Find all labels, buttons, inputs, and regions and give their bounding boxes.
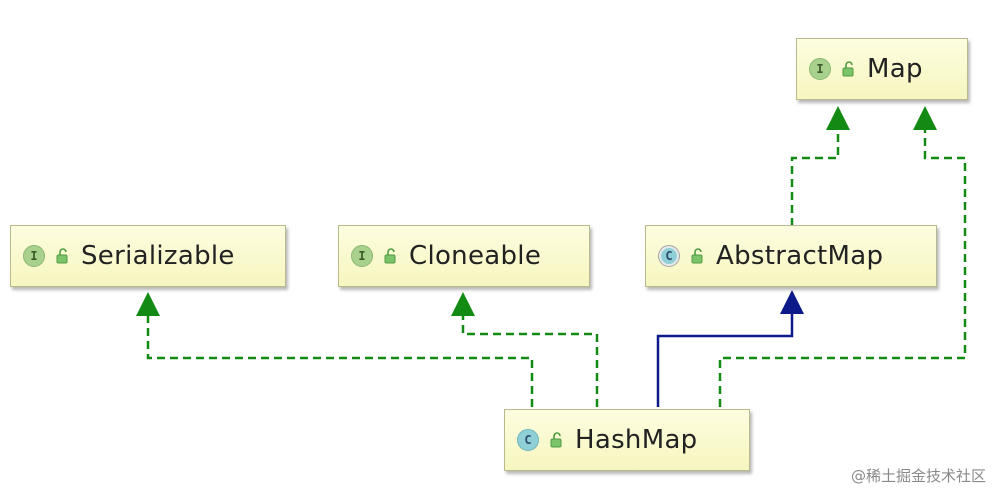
- edge-abstractmap-map: [790, 128, 840, 226]
- interface-icon: I: [351, 245, 373, 267]
- arrowhead-hashmap-map: [913, 106, 937, 130]
- node-map[interactable]: I Map: [796, 38, 968, 100]
- arrowhead-hashmap-serializable: [136, 292, 160, 316]
- edge-hashmap-map: [718, 128, 967, 407]
- node-label: Cloneable: [409, 241, 542, 271]
- node-hashmap[interactable]: C HashMap: [504, 409, 750, 471]
- watermark: @稀土掘金技术社区: [850, 467, 986, 485]
- abstract-class-icon: C: [658, 245, 680, 267]
- node-label: HashMap: [575, 425, 698, 455]
- node-abstractmap[interactable]: C AbstractMap: [645, 225, 937, 287]
- node-label: Serializable: [81, 241, 235, 271]
- edge-hashmap-serializable: [146, 314, 534, 407]
- unlocked-padlock-icon: [842, 61, 854, 77]
- class-icon: C: [517, 429, 539, 451]
- arrowhead-abstractmap-map: [826, 106, 850, 130]
- node-serializable[interactable]: I Serializable: [10, 225, 286, 287]
- interface-icon: I: [809, 58, 831, 80]
- arrowhead-hashmap-abstractmap: [780, 290, 804, 314]
- interface-icon: I: [23, 245, 45, 267]
- edge-hashmap-abstractmap: [656, 314, 794, 407]
- node-cloneable[interactable]: I Cloneable: [338, 225, 590, 287]
- unlocked-padlock-icon: [56, 248, 68, 264]
- node-label: AbstractMap: [716, 241, 884, 271]
- unlocked-padlock-icon: [550, 432, 562, 448]
- unlocked-padlock-icon: [384, 248, 396, 264]
- arrowhead-hashmap-cloneable: [451, 292, 475, 316]
- node-label: Map: [867, 54, 923, 84]
- edge-hashmap-cloneable: [461, 314, 599, 407]
- unlocked-padlock-icon: [691, 248, 703, 264]
